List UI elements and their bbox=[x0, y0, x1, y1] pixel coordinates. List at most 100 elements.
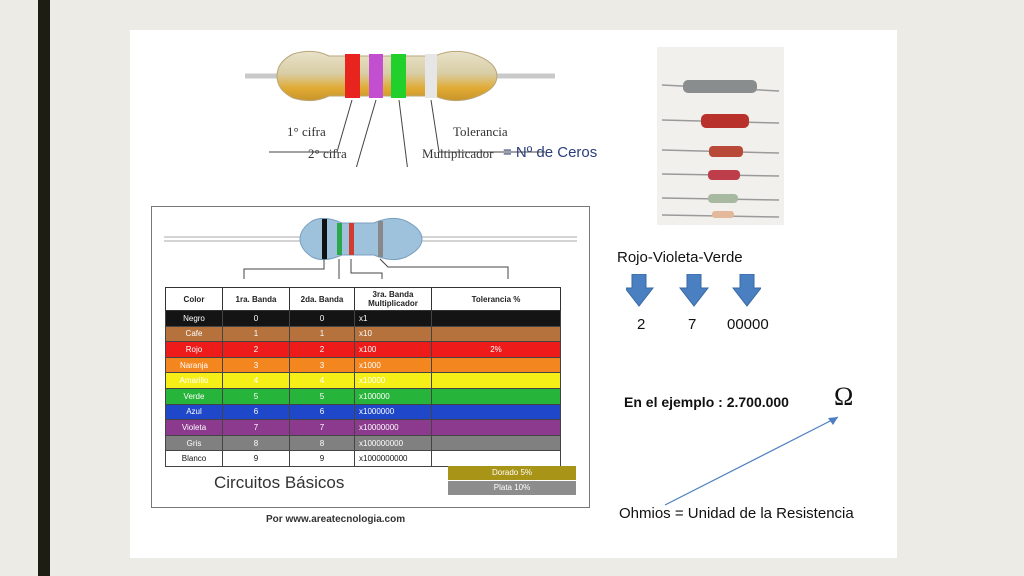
cell-band2: 3 bbox=[289, 356, 355, 374]
resistor-body bbox=[276, 50, 498, 102]
down-arrow-icon bbox=[626, 274, 655, 307]
dorado-row: Dorado 5% bbox=[448, 466, 576, 480]
cell-band2: 9 bbox=[289, 450, 355, 467]
chart-title: Circuitos Básicos bbox=[214, 473, 345, 492]
band-red bbox=[345, 54, 360, 98]
cell-band2: 0 bbox=[289, 310, 355, 327]
resistors-photo bbox=[657, 47, 784, 234]
cell-tolerance bbox=[431, 419, 561, 436]
cell-color: Gris bbox=[165, 434, 223, 452]
color-code-table: Color 1ra. Banda 2da. Banda 3ra. Banda M… bbox=[165, 287, 561, 467]
chart-resistor bbox=[164, 217, 577, 279]
leader-3 bbox=[398, 99, 408, 167]
cell-tolerance bbox=[431, 325, 561, 343]
cell-band1: 1 bbox=[222, 325, 290, 343]
cell-multiplier: x1000000000 bbox=[354, 450, 432, 467]
cell-band2: 4 bbox=[289, 372, 355, 389]
cell-multiplier: x1000000 bbox=[354, 403, 432, 421]
resistor-diagram bbox=[245, 50, 555, 167]
header-band2: 2da. Banda bbox=[289, 287, 355, 311]
cell-tolerance bbox=[431, 434, 561, 452]
band-violet bbox=[369, 54, 383, 98]
example-arrows bbox=[626, 274, 761, 307]
ohmios-text: Ohmios = Unidad de la Resistencia bbox=[619, 505, 854, 522]
result-text: En el ejemplo : 2.700.000 bbox=[624, 394, 789, 410]
label-multiplicador: Multiplicador bbox=[422, 146, 494, 161]
cell-band1: 2 bbox=[222, 341, 290, 358]
ohm-pointer bbox=[664, 416, 839, 506]
bands-example: Rojo-Violeta-Verde bbox=[617, 249, 743, 266]
label-ceros: = Nº de Ceros bbox=[503, 144, 598, 161]
cell-band1: 8 bbox=[222, 434, 290, 452]
cell-tolerance bbox=[431, 450, 561, 467]
left-accent-bar bbox=[38, 0, 50, 576]
cell-tolerance bbox=[431, 372, 561, 389]
cell-multiplier: x100000000 bbox=[354, 434, 432, 452]
cell-tolerance bbox=[431, 403, 561, 421]
cell-multiplier: x1000 bbox=[354, 356, 432, 374]
leader-1 bbox=[269, 99, 353, 153]
cell-tolerance bbox=[431, 356, 561, 374]
header-multiplier: 3ra. Banda Multiplicador bbox=[354, 287, 432, 311]
down-arrow-icon bbox=[678, 274, 710, 307]
cell-band1: 5 bbox=[222, 387, 290, 405]
cell-band1: 7 bbox=[222, 419, 290, 436]
zeros: 00000 bbox=[727, 316, 769, 333]
cell-color: Blanco bbox=[165, 450, 223, 467]
cell-multiplier: x10000000 bbox=[354, 419, 432, 436]
leader-4 bbox=[430, 99, 545, 153]
cell-color: Verde bbox=[165, 387, 223, 405]
label-cifra1: 1° cifra bbox=[287, 124, 326, 139]
chart-source: Por www.areatecnologia.com bbox=[266, 514, 406, 525]
cell-multiplier: x10 bbox=[354, 325, 432, 343]
digit-1: 2 bbox=[637, 316, 646, 333]
cell-band1: 3 bbox=[222, 356, 290, 374]
cell-band2: 8 bbox=[289, 434, 355, 452]
cell-multiplier: x1 bbox=[354, 310, 432, 327]
label-tolerancia: Tolerancia bbox=[453, 124, 508, 139]
ohm-pointer-arrowhead bbox=[828, 417, 838, 425]
cell-band2: 7 bbox=[289, 419, 355, 436]
plata-row: Plata 10% bbox=[448, 481, 576, 495]
ohm-pointer-line bbox=[664, 416, 839, 506]
cell-band2: 1 bbox=[289, 325, 355, 343]
cell-band1: 4 bbox=[222, 372, 290, 389]
cell-band2: 6 bbox=[289, 403, 355, 421]
cell-color: Naranja bbox=[165, 356, 223, 374]
cell-band1: 6 bbox=[222, 403, 290, 421]
header-color: Color bbox=[165, 287, 223, 311]
cell-band2: 2 bbox=[289, 341, 355, 358]
band-silver bbox=[425, 54, 437, 98]
header-band1: 1ra. Banda bbox=[222, 287, 290, 311]
label-cifra2: 2° cifra bbox=[308, 146, 347, 161]
cell-multiplier: x100000 bbox=[354, 387, 432, 405]
digit-2: 7 bbox=[688, 316, 697, 333]
cell-multiplier: x100 bbox=[354, 341, 432, 358]
cell-color: Rojo bbox=[165, 341, 223, 358]
cell-color: Negro bbox=[165, 310, 223, 327]
ohm-symbol: Ω bbox=[834, 382, 854, 411]
band-green bbox=[391, 54, 406, 98]
cell-band1: 9 bbox=[222, 450, 290, 467]
leader-2 bbox=[355, 99, 377, 167]
cell-multiplier: x10000 bbox=[354, 372, 432, 389]
cell-tolerance bbox=[431, 310, 561, 327]
color-code-chart: Color 1ra. Banda 2da. Banda 3ra. Banda M… bbox=[151, 206, 590, 508]
cell-band1: 0 bbox=[222, 310, 290, 327]
down-arrow-icon bbox=[731, 274, 761, 307]
cell-color: Violeta bbox=[165, 419, 223, 436]
resistors-photo-drawing bbox=[661, 80, 780, 234]
cell-color: Cafe bbox=[165, 325, 223, 343]
cell-color: Azul bbox=[165, 403, 223, 421]
cell-tolerance bbox=[431, 387, 561, 405]
cell-band2: 5 bbox=[289, 387, 355, 405]
